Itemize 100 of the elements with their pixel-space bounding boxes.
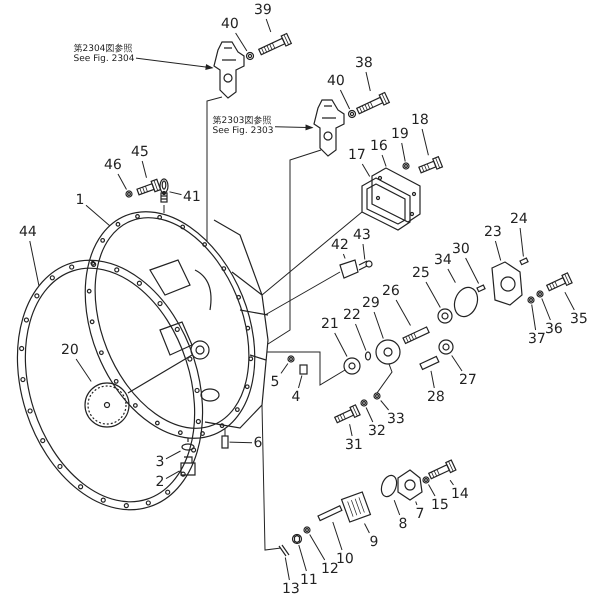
washer xyxy=(360,399,368,407)
callout-number: 11 xyxy=(300,572,318,588)
o-ring xyxy=(380,474,398,498)
leader-line xyxy=(415,501,418,506)
bolt xyxy=(546,272,573,292)
callout-number: 17 xyxy=(348,148,366,162)
bolt xyxy=(258,32,292,56)
washer xyxy=(287,355,295,363)
washer xyxy=(125,190,133,198)
callout-number: 8 xyxy=(398,516,408,532)
leader-line xyxy=(166,450,181,460)
leader-line xyxy=(229,442,252,444)
leader-line xyxy=(334,332,348,357)
leader-line xyxy=(366,407,374,422)
leader-line xyxy=(451,355,462,372)
gasket xyxy=(16,260,204,510)
callout-number: 2 xyxy=(156,474,164,490)
leader-line xyxy=(280,363,288,374)
leader-line xyxy=(465,258,480,284)
callout-number: 12 xyxy=(321,562,339,576)
shaft xyxy=(419,356,440,370)
callout-number: 38 xyxy=(355,56,373,70)
washer xyxy=(246,52,254,60)
callout-number: 45 xyxy=(131,144,149,160)
leader-line xyxy=(364,523,370,534)
eye-bolt xyxy=(159,178,169,203)
leader-line xyxy=(142,160,147,178)
bracket xyxy=(313,99,345,157)
mounting-line xyxy=(206,96,222,242)
plate xyxy=(339,259,359,279)
leader-line xyxy=(428,484,436,496)
leader-line xyxy=(118,174,127,190)
callout-number: 46 xyxy=(104,158,122,172)
callout-number: 1 xyxy=(76,192,84,208)
callout-number: 31 xyxy=(345,438,363,452)
callout-number: 18 xyxy=(411,112,429,128)
pump-cover xyxy=(491,261,523,306)
pin xyxy=(519,257,529,266)
leader-line xyxy=(29,240,40,286)
callout-number: 20 xyxy=(61,342,79,358)
mounting-line xyxy=(266,352,346,386)
reference-note: See Fig. 2303 xyxy=(212,126,274,136)
leader-line xyxy=(426,282,441,308)
washer xyxy=(373,392,381,400)
gear xyxy=(438,339,454,355)
mounting-line xyxy=(264,272,340,316)
leader-line xyxy=(374,312,384,339)
shaft xyxy=(402,326,430,344)
screw xyxy=(358,260,373,271)
leader-line xyxy=(531,304,536,330)
bolt xyxy=(136,178,162,196)
callout-number: 34 xyxy=(434,252,452,268)
callout-number: 7 xyxy=(416,506,424,522)
callout-number: 32 xyxy=(368,424,386,438)
callout-number: 37 xyxy=(528,332,546,346)
leader-line xyxy=(380,400,390,410)
leader-line xyxy=(86,204,110,226)
gear xyxy=(437,308,453,324)
leader-line xyxy=(169,191,182,196)
leader-line xyxy=(342,254,346,259)
washer xyxy=(422,476,430,484)
callout-number: 10 xyxy=(336,552,354,566)
reference-note: 第2303図参照 xyxy=(212,116,272,126)
leader-line xyxy=(355,324,366,351)
callout-number: 27 xyxy=(459,372,477,388)
leader-line xyxy=(362,244,366,260)
leader-line xyxy=(430,370,435,388)
leader-line xyxy=(309,534,326,560)
callout-number: 14 xyxy=(451,486,469,502)
leader-line xyxy=(396,300,411,326)
pin xyxy=(476,284,486,292)
leader-line xyxy=(422,128,429,156)
gear xyxy=(343,357,361,375)
ring xyxy=(364,351,372,361)
pump-body xyxy=(375,339,401,365)
callout-number: 25 xyxy=(412,266,430,280)
plug xyxy=(221,435,229,449)
bracket xyxy=(213,41,245,99)
leader-line xyxy=(332,522,342,550)
callout-number: 24 xyxy=(510,212,528,226)
callout-number: 21 xyxy=(321,316,339,332)
callout-number: 26 xyxy=(382,284,400,298)
callout-number: 42 xyxy=(331,238,349,252)
mounting-line xyxy=(262,212,362,296)
callout-number: 9 xyxy=(370,534,378,550)
callout-number: 30 xyxy=(452,242,470,256)
leader-line xyxy=(298,544,307,572)
cover xyxy=(397,469,423,501)
callout-number: 36 xyxy=(545,322,563,336)
leader-line xyxy=(450,480,454,486)
callout-number: 29 xyxy=(362,296,380,310)
mounting-line xyxy=(224,428,226,436)
callout-number: 28 xyxy=(427,390,445,404)
leader-line xyxy=(266,18,272,32)
leader-line xyxy=(166,470,180,480)
arrow xyxy=(136,58,214,70)
bolt xyxy=(334,404,361,424)
callout-number: 41 xyxy=(183,190,201,204)
callout-number: 15 xyxy=(431,498,449,512)
callout-number: 44 xyxy=(19,224,37,240)
